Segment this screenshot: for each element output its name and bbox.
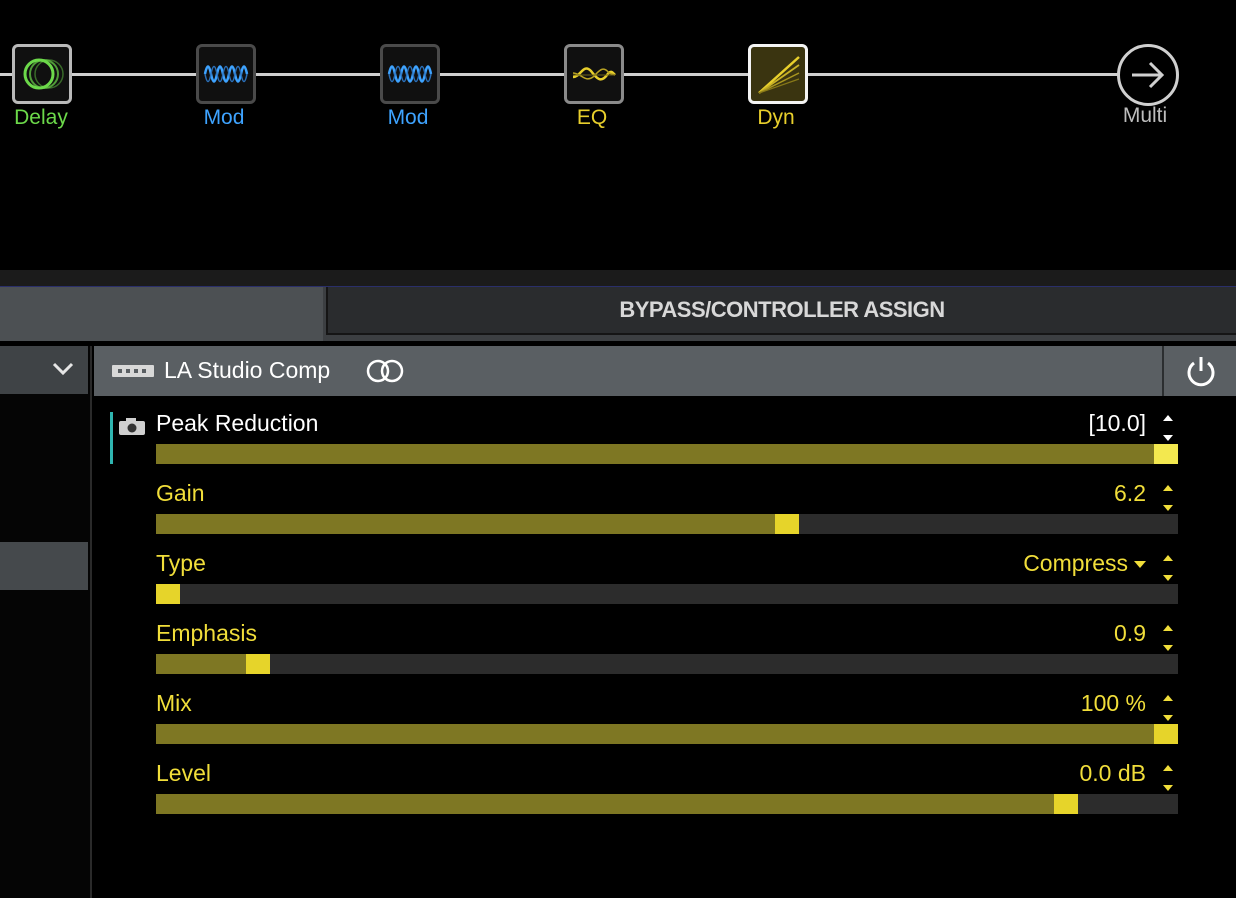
param-label: Level [156, 760, 211, 786]
value-stepper-icon[interactable] [1158, 412, 1178, 444]
param-type: Type Compress [156, 550, 1178, 610]
value-stepper-icon[interactable] [1158, 482, 1178, 514]
chain-block-mod-1[interactable] [196, 44, 256, 104]
rack-unit-icon [112, 365, 154, 377]
signal-chain: Delay Mod Mod EQ Dyn [0, 0, 1236, 270]
dropdown-value: Compress [1023, 550, 1128, 576]
mod-wave-icon [387, 65, 433, 83]
param-value[interactable]: 0.0 dB [1079, 760, 1147, 786]
param-slider[interactable] [156, 654, 1178, 674]
param-label: Gain [156, 480, 205, 506]
model-header: LA Studio Comp [94, 346, 1162, 396]
tab-bar: BYPASS/CONTROLLER ASSIGN [0, 286, 1236, 341]
param-label: Emphasis [156, 620, 257, 646]
param-label: Peak Reduction [156, 410, 319, 436]
slider-thumb[interactable] [775, 514, 799, 534]
slider-thumb[interactable] [156, 584, 180, 604]
slider-thumb[interactable] [246, 654, 270, 674]
selected-param-indicator [110, 412, 113, 464]
chain-block-dyn[interactable] [748, 44, 808, 104]
value-stepper-icon[interactable] [1158, 692, 1178, 724]
slider-thumb[interactable] [1154, 444, 1178, 464]
param-value-dropdown[interactable]: Compress [1023, 550, 1146, 577]
slider-thumb[interactable] [1054, 794, 1078, 814]
slider-thumb[interactable] [1154, 724, 1178, 744]
param-emphasis: Emphasis 0.9 [156, 620, 1178, 680]
dropdown-caret-icon [1134, 560, 1146, 568]
param-slider[interactable] [156, 444, 1178, 464]
param-value[interactable]: [10.0] [1088, 410, 1146, 436]
value-stepper-icon[interactable] [1158, 622, 1178, 654]
chain-block-label: EQ [576, 106, 608, 129]
output-multi-button[interactable] [1117, 44, 1179, 106]
slider-fill [156, 444, 1154, 464]
output-label: Multi [1122, 104, 1168, 127]
mod-wave-icon [203, 65, 249, 83]
tab-bypass-controller-assign[interactable]: BYPASS/CONTROLLER ASSIGN [326, 287, 1236, 335]
model-name: LA Studio Comp [164, 357, 331, 383]
param-slider[interactable] [156, 584, 1178, 604]
value-stepper-icon[interactable] [1158, 552, 1178, 584]
slider-fill [156, 654, 246, 674]
param-peak-reduction: Peak Reduction [10.0] [156, 410, 1178, 470]
chain-block-label: Dyn [757, 106, 795, 129]
chain-block-delay[interactable] [12, 44, 72, 104]
snapshot-camera-icon[interactable] [118, 418, 146, 436]
param-value[interactable]: 100 % [1080, 690, 1146, 716]
slider-fill [156, 514, 775, 534]
power-icon [1187, 357, 1215, 387]
category-item-selected[interactable] [0, 542, 88, 590]
chevron-down-icon [52, 362, 74, 376]
param-label: Mix [156, 690, 192, 716]
param-slider[interactable] [156, 724, 1178, 744]
eq-curve-icon [572, 67, 616, 81]
param-slider[interactable] [156, 794, 1178, 814]
tab-model-edit[interactable] [0, 287, 323, 341]
model-category-list [0, 346, 92, 898]
param-value[interactable]: 6.2 [1114, 480, 1146, 506]
param-gain: Gain 6.2 [156, 480, 1178, 540]
param-label: Type [156, 550, 206, 576]
power-button[interactable] [1162, 346, 1236, 396]
param-slider[interactable] [156, 514, 1178, 534]
param-level: Level 0.0 dB [156, 760, 1178, 820]
stereo-rings-icon [366, 359, 404, 383]
slider-fill [156, 794, 1054, 814]
value-stepper-icon[interactable] [1158, 762, 1178, 794]
chain-block-label: Mod [387, 106, 429, 129]
delay-icon [23, 58, 64, 90]
chain-block-eq[interactable] [564, 44, 624, 104]
param-mix: Mix 100 % [156, 690, 1178, 750]
slider-fill [156, 724, 1154, 744]
chain-block-mod-2[interactable] [380, 44, 440, 104]
category-dropdown[interactable] [0, 346, 88, 394]
chain-block-label: Delay [14, 106, 68, 129]
dyn-compressor-icon [758, 56, 800, 94]
arrow-right-icon [1132, 61, 1165, 89]
chain-block-label: Mod [203, 106, 245, 129]
panel-divider [0, 270, 1236, 286]
param-value[interactable]: 0.9 [1114, 620, 1146, 646]
